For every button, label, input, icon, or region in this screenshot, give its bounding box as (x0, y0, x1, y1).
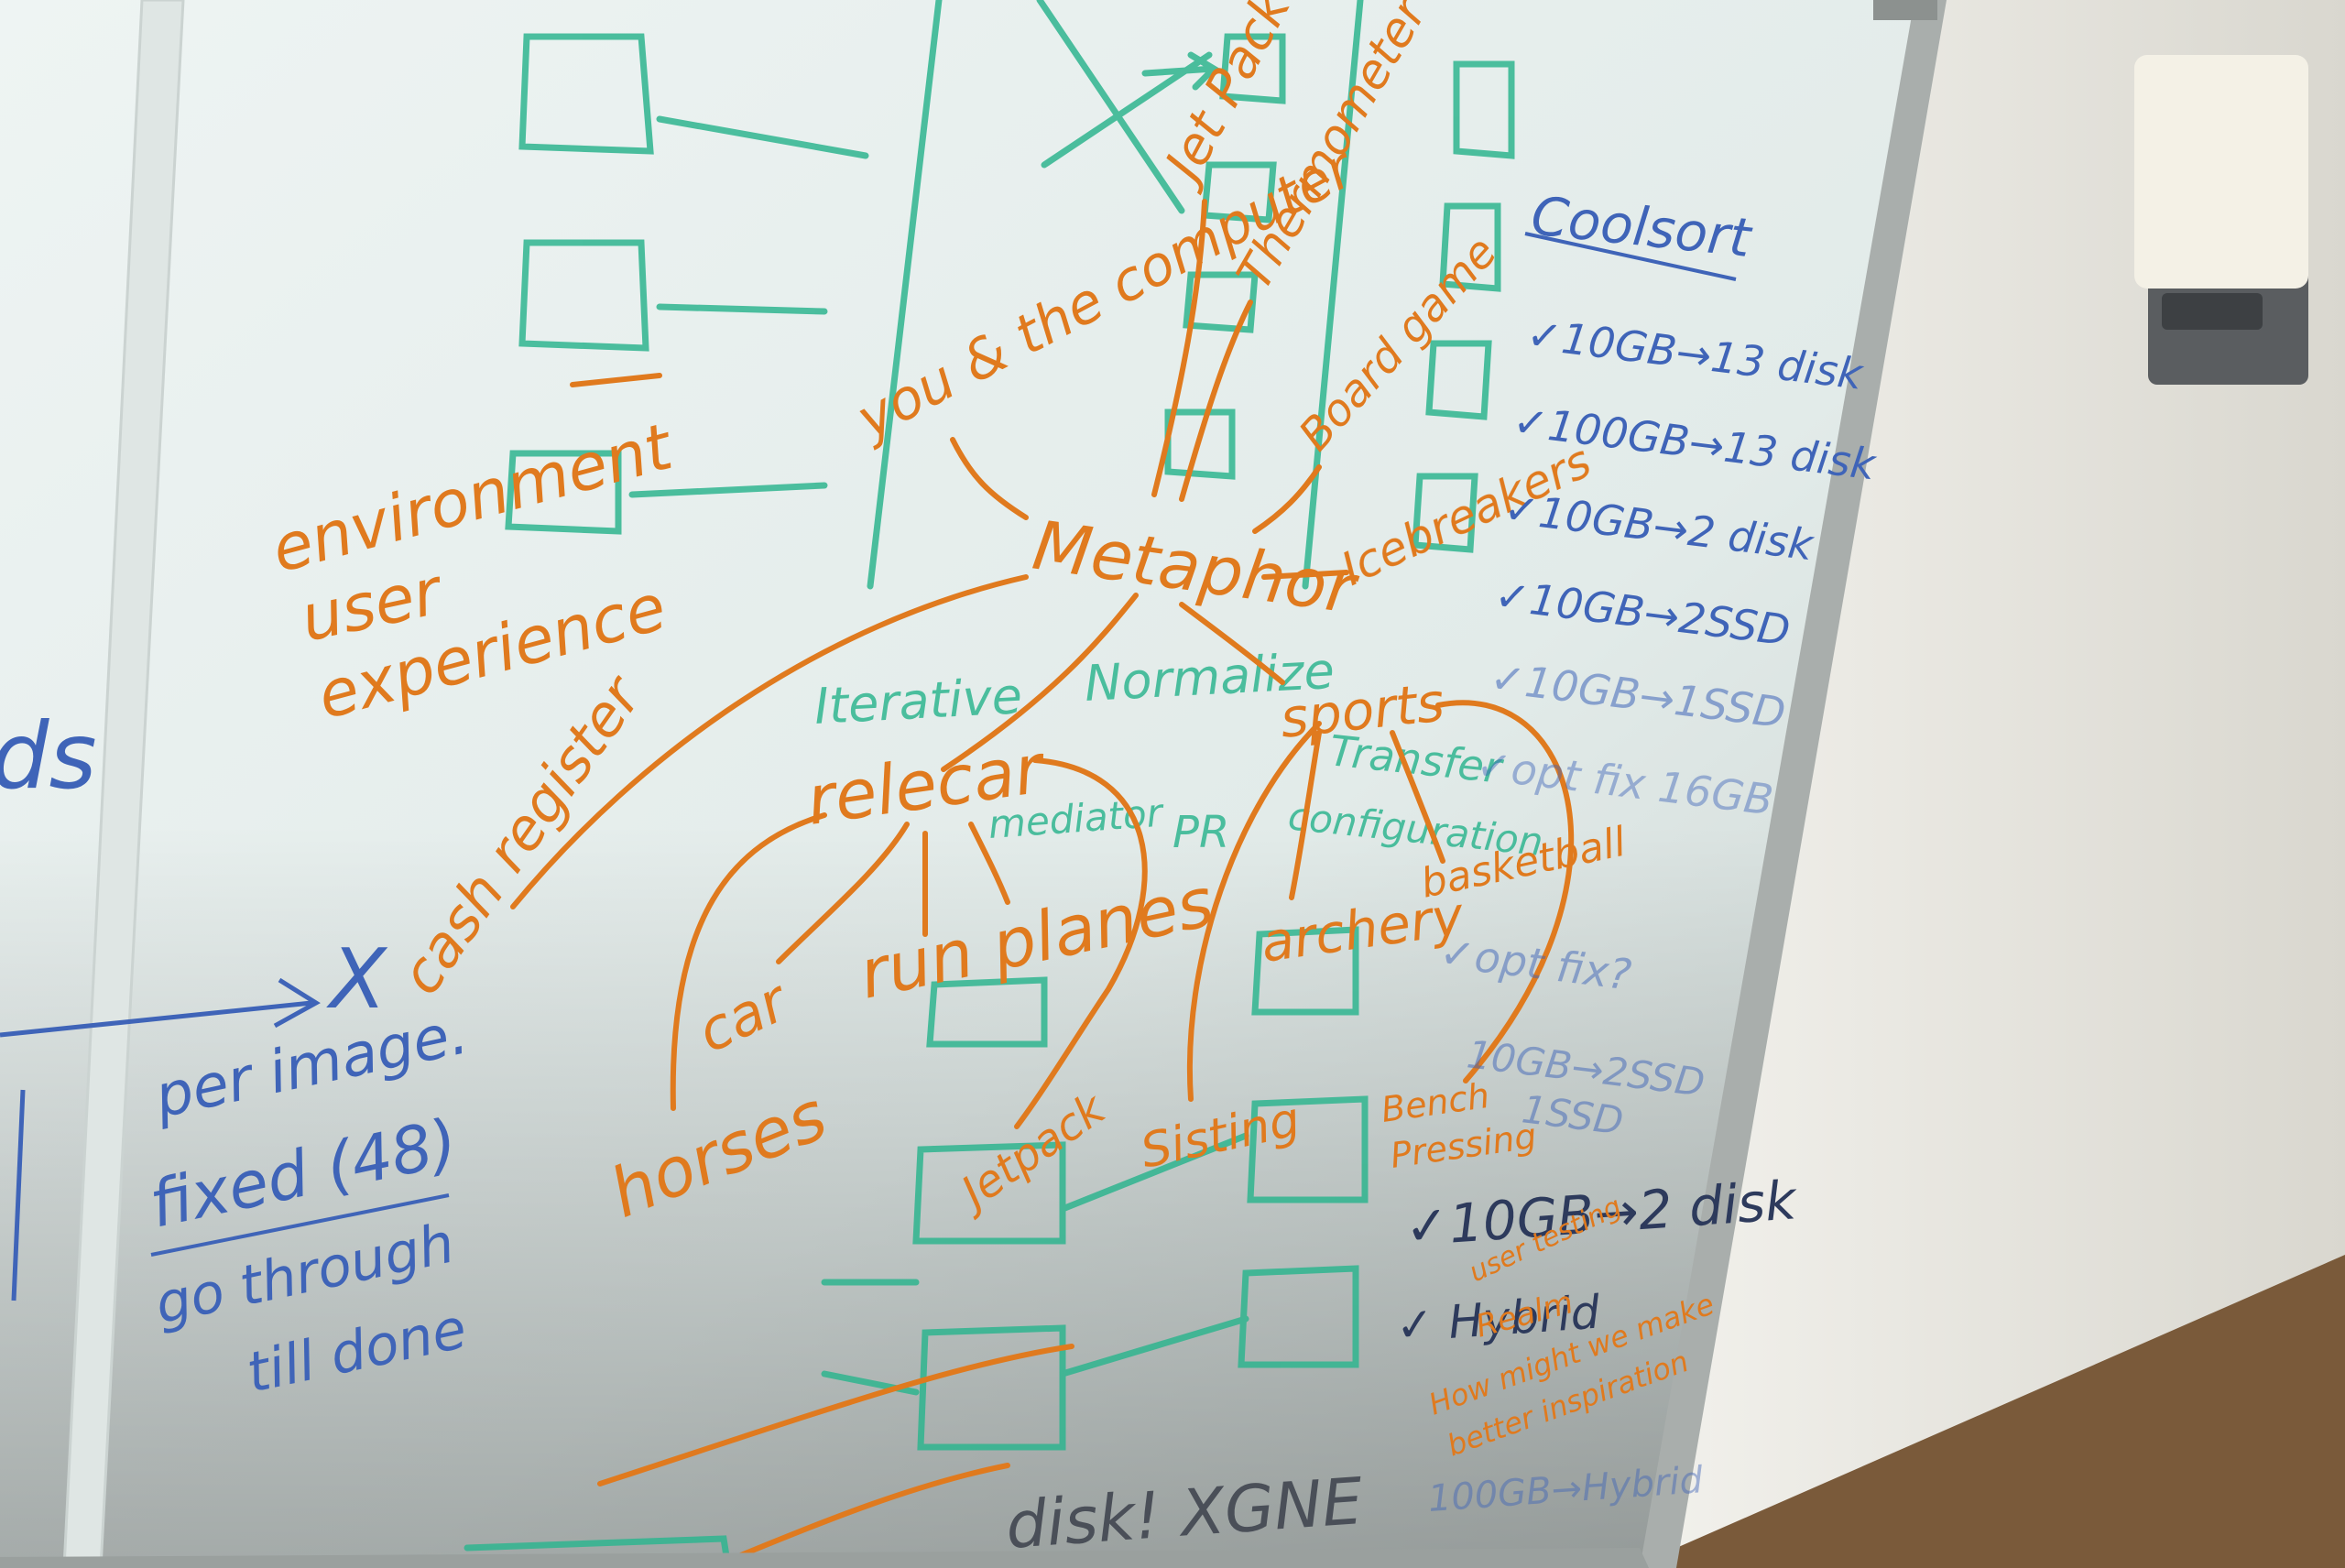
teal-diagram (464, 0, 1515, 1568)
line-metaphor-relecar (941, 593, 1139, 772)
line-bottom-1 (597, 1344, 1074, 1486)
teal-cross-1 (1036, 0, 1185, 214)
teal-box-m2 (917, 1324, 1066, 1451)
line-relecar-car (776, 822, 910, 964)
line-relecar-planes (968, 822, 1010, 905)
line-metaphor-thermo (1179, 299, 1253, 502)
floor (1631, 1255, 2345, 1568)
teal-box-r1 (1453, 60, 1515, 159)
teal-vert-1 (867, 0, 943, 590)
teal-pr: PR (1172, 807, 1229, 858)
teal-line-2 (656, 303, 828, 315)
line-metaphor-you (950, 437, 1029, 520)
blue-ds: ds (0, 702, 97, 810)
board-frame-corner (1873, 0, 1937, 20)
line-metaphor-cash (510, 574, 1029, 909)
teal-lines-bottom (821, 1132, 1249, 1396)
line-bottom-2 (712, 1463, 1010, 1568)
teal-arrow-1 (1141, 51, 1219, 91)
teal-box-r2 (1439, 202, 1501, 292)
teal-box-m4 (1238, 1265, 1359, 1368)
board-tray (0, 1548, 1649, 1568)
teal-normalize: Normalize (1083, 642, 1336, 713)
teal-box-1 (518, 33, 654, 155)
blue-x-mark: X (326, 931, 388, 1028)
teal-box-4 (1219, 33, 1286, 104)
line-environment-underline (570, 373, 662, 387)
line-sports-basketball (1390, 730, 1445, 864)
teal-box-r3 (1425, 340, 1492, 420)
teal-box-3 (505, 450, 622, 535)
line-sports-sisting (1186, 721, 1322, 1102)
line-sports-bench (1435, 700, 1575, 1083)
teal-vert-2 (1302, 0, 1364, 590)
teal-iterative: Iterative (813, 667, 1023, 735)
blue-left-stroke (11, 1089, 26, 1301)
line-metaphor-jetpack (1151, 199, 1207, 497)
teal-box-m6 (1251, 926, 1359, 1016)
board-frame-right (1640, 0, 1947, 1568)
teal-box-m1 (912, 1141, 1066, 1245)
teal-box-2 (518, 239, 649, 352)
blue-coolsort-underline (1524, 232, 1737, 281)
line-metaphor-sports (1179, 602, 1285, 685)
teal-box-m5 (926, 976, 1048, 1048)
teal-box-m3 (1247, 1095, 1369, 1203)
teal-box-7 (1164, 408, 1236, 480)
line-metaphor-ice (1261, 570, 1349, 580)
teal-box-6 (1183, 271, 1259, 333)
line-metaphor-board (1252, 464, 1322, 534)
teal-line-1 (656, 115, 869, 159)
board-left-strip (62, 0, 185, 1568)
teal-box-r4 (1412, 473, 1478, 553)
line-relecar-jetpack (1014, 757, 1148, 1129)
teal-line-3 (628, 482, 828, 498)
line-sports-archery (1289, 730, 1322, 900)
wall-holder (2134, 55, 2308, 385)
blue-fixed-underline (150, 1193, 450, 1257)
orange-lines (510, 199, 1575, 1568)
teal-box-5 (1201, 161, 1277, 223)
blue-arrow (0, 977, 321, 1038)
line-relecar-horses (670, 812, 827, 1111)
